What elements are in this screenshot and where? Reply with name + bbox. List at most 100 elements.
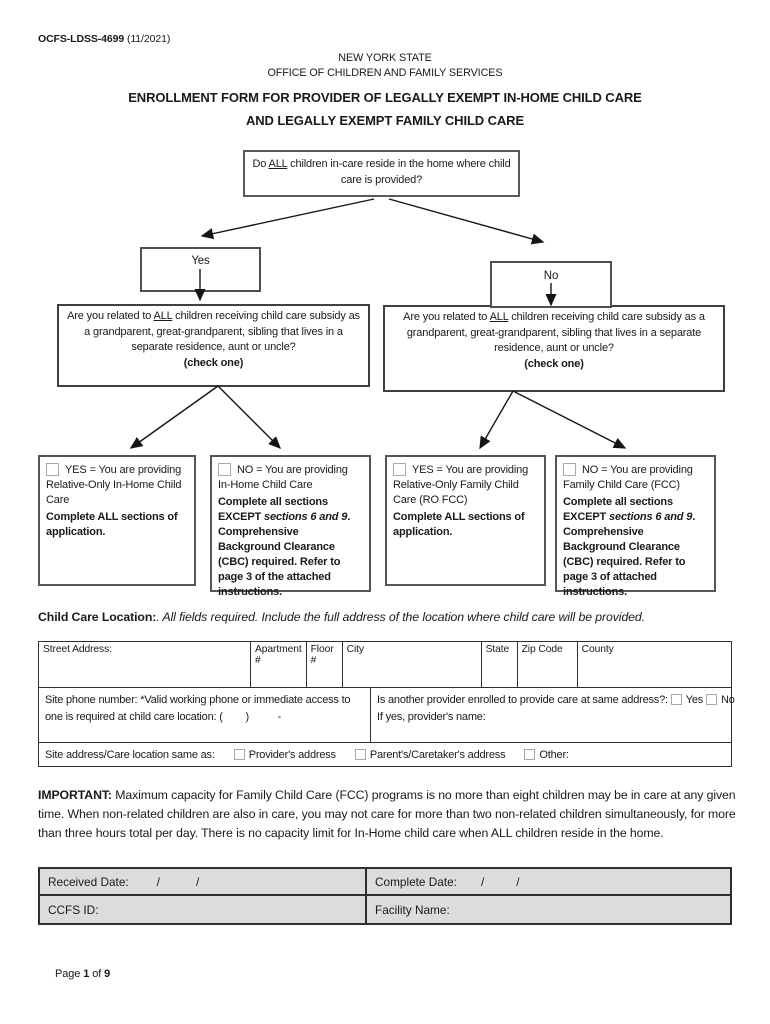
date-slash: / — [480, 874, 485, 889]
question-text: Are you related to — [67, 310, 154, 322]
providers-address-option: Provider's address — [233, 748, 336, 761]
another-provider-question-line: Is another provider enrolled to provide … — [377, 692, 735, 709]
another-provider-field: Is another provider enrolled to provide … — [371, 688, 741, 742]
site-phone-field[interactable]: Site phone number: *Valid working phone … — [39, 688, 371, 742]
outcome-head: YES = You are providing Relative-Only In… — [46, 463, 188, 508]
heading-label: Child Care Location: — [38, 610, 157, 624]
form-title-line1: ENROLLMENT FORM FOR PROVIDER OF LEGALLY … — [128, 90, 642, 105]
received-date-field[interactable]: Received Date: / / — [40, 869, 367, 894]
outcome-no-checkbox[interactable] — [218, 463, 231, 476]
check-one-label-left: (check one) — [183, 356, 244, 369]
question-emphasis: ALL — [489, 311, 509, 323]
city-label: City — [346, 644, 364, 655]
providers-address-checkbox[interactable] — [233, 748, 245, 760]
outcome-head: YES = You are providing Relative-Only Fa… — [393, 463, 538, 508]
question-text-rest: children receiving child care subsidy as… — [406, 311, 705, 354]
no-option-label: No — [720, 694, 735, 706]
another-provider-label: Is another provider enrolled to provide … — [377, 694, 668, 706]
outcome-lead: NO = You are providing — [582, 464, 693, 476]
form-number: OCFS-LDSS-4699 — [38, 33, 125, 45]
outcome-instructions: Complete ALL sections of application. — [393, 511, 525, 538]
outcome-instructions: Complete all sections EXCEPT sections 6 … — [563, 496, 696, 598]
outcome-instructions: Complete ALL sections of application. — [46, 511, 178, 538]
page-number: Page 1 of 9 — [55, 968, 111, 980]
office-use-table: Received Date: / / Complete Date: / / CCFS I… — [38, 867, 732, 925]
providers-address-label: Provider's address — [248, 748, 336, 761]
related-question-text-right: Are you related to ALL children receivin… — [390, 310, 718, 357]
floor-field[interactable]: Floor # — [307, 642, 343, 687]
dates-row: Received Date: / / Complete Date: / / — [40, 869, 730, 896]
zip-code-field[interactable]: Zip Code — [518, 642, 578, 687]
apartment-field[interactable]: Apartment # — [251, 642, 307, 687]
outcome-box-no-fcc: NO = You are providing Family Child Care… — [555, 455, 716, 598]
heading-instructions: . All fields required. Include the full … — [156, 610, 645, 624]
outcome-head: NO = You are providing Family Child Care… — [563, 463, 708, 493]
state-label: State — [485, 644, 510, 655]
facility-name-field[interactable]: Facility Name: — [367, 903, 730, 917]
date-slash: / — [195, 874, 200, 889]
outcome-yes-checkbox[interactable] — [46, 463, 59, 476]
related-question-box-left: Are you related to ALL children receivin… — [57, 304, 370, 387]
important-note: IMPORTANT: Maximum capacity for Family C… — [38, 786, 737, 843]
site-address-same-as-row: Site address/Care location same as: Prov… — [39, 743, 731, 766]
decision-flowchart: Do ALL children in-care reside in the ho… — [0, 150, 770, 598]
outcome-no-checkbox[interactable] — [563, 463, 576, 476]
form-number-line: OCFS-LDSS-4699 (11/2021) — [38, 33, 170, 45]
another-provider-yes-checkbox[interactable] — [670, 694, 682, 705]
child-care-location-heading: Child Care Location:. All fields require… — [38, 610, 735, 624]
root-question-emphasis: ALL — [268, 158, 288, 170]
complete-date-label: Complete Date: — [375, 874, 457, 889]
phone-number-format: ( ) - — [219, 711, 282, 723]
important-text: Maximum capacity for Family Child Care (… — [38, 788, 736, 840]
another-provider-no-checkbox[interactable] — [705, 694, 717, 705]
agency-name-line2: OFFICE OF CHILDREN AND FAMILY SERVICES — [267, 67, 503, 79]
site-phone-label: Site phone number: *Valid working phone … — [45, 694, 351, 723]
root-question-box: Do ALL children in-care reside in the ho… — [243, 150, 520, 197]
zip-code-label: Zip Code — [521, 644, 563, 655]
county-field[interactable]: County — [578, 642, 731, 687]
floor-label: Floor # — [310, 644, 334, 666]
phone-provider-row: Site phone number: *Valid working phone … — [39, 688, 735, 743]
outcome-lead: NO = You are providing — [237, 464, 348, 476]
city-field[interactable]: City — [343, 642, 482, 687]
address-header-row: Street Address: Apartment # Floor # City… — [39, 642, 731, 688]
form-header: NEW YORK STATE OFFICE OF CHILDREN AND FA… — [0, 51, 770, 132]
parents-caretakers-address-checkbox[interactable] — [354, 748, 366, 760]
if-yes-provider-name-label[interactable]: If yes, provider's name: — [377, 711, 486, 723]
outcome-lead: YES = You are providing — [65, 464, 182, 476]
outcome-box-yes-relative-only-fcc: YES = You are providing Relative-Only Fa… — [385, 455, 546, 586]
state-field[interactable]: State — [482, 642, 518, 687]
ccfs-id-field[interactable]: CCFS ID: — [40, 896, 367, 923]
question-emphasis: ALL — [153, 310, 173, 322]
outcome-head: NO = You are providing In-Home Child Car… — [218, 463, 363, 493]
no-branch-box: No — [490, 261, 612, 308]
related-question-text-left: Are you related to ALL children receivin… — [64, 309, 363, 356]
form-title-line2: AND LEGALLY EXEMPT FAMILY CHILD CARE — [245, 113, 525, 128]
root-question-text: Do — [252, 158, 269, 170]
outcome-program: In-Home Child Care — [218, 479, 313, 491]
form-revision-date: (11/2021) — [124, 33, 171, 45]
important-label: IMPORTANT: — [38, 788, 112, 802]
yes-branch-box: Yes — [140, 247, 261, 292]
facility-name-label: Facility Name: — [375, 902, 450, 917]
outcome-yes-checkbox[interactable] — [393, 463, 406, 476]
parents-caretakers-address-option: Parent's/Caretaker's address — [354, 748, 506, 761]
received-date-label: Received Date: — [48, 874, 129, 889]
other-checkbox[interactable] — [524, 748, 536, 760]
yes-label: Yes — [191, 255, 210, 267]
outcome-program: Family Child Care (FCC) — [563, 479, 680, 491]
child-care-location-table: Street Address: Apartment # Floor # City… — [38, 641, 735, 767]
outcome-program: Relative-Only In-Home Child Care — [46, 479, 182, 506]
parents-caretakers-address-label: Parent's/Caretaker's address — [369, 748, 506, 761]
check-one-label-right: (check one) — [524, 357, 584, 370]
outcome-lead: YES = You are providing — [412, 464, 529, 476]
no-label: No — [543, 270, 559, 282]
ccfs-id-label: CCFS ID: — [48, 902, 99, 917]
outcome-instructions: Complete all sections EXCEPT sections 6 … — [218, 496, 351, 598]
outcome-box-yes-relative-only-in-home: YES = You are providing Relative-Only In… — [38, 455, 196, 586]
related-question-box-right: Are you related to ALL children receivin… — [383, 305, 725, 392]
complete-date-field[interactable]: Complete Date:// — [367, 875, 730, 889]
date-slash: / — [156, 874, 160, 889]
street-address-field[interactable]: Street Address: — [39, 642, 251, 687]
